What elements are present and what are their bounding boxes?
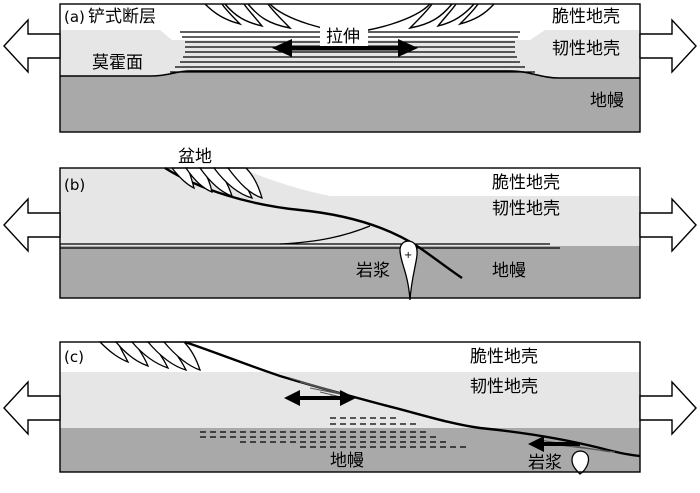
- panel-b: + (b) 盆地 脆性地壳 韧性地壳 岩浆 地幔: [3, 147, 697, 301]
- panel-c-left-shear-arrow: [284, 390, 356, 406]
- panel-b-ductile-label: 韧性地壳: [492, 199, 560, 219]
- panel-b-left-arrow: [3, 197, 61, 253]
- panel-a-listric-faults: [204, 3, 495, 33]
- panel-a: (a) 铲式断层 莫霍面 拉伸 脆性地壳 韧性地壳 地幔: [3, 3, 697, 133]
- panel-c-dashed-shear: [200, 417, 470, 448]
- panel-b-footwall-brittle: [240, 168, 640, 196]
- panel-c-ductile-label: 韧性地壳: [470, 377, 538, 397]
- panel-a-listric-fault-label: 铲式断层: [88, 7, 156, 27]
- panel-a-moho-line: [60, 70, 640, 79]
- panel-b-magma-label: 岩浆: [356, 261, 390, 281]
- panel-a-left-arrow: [3, 18, 61, 74]
- panel-c-tag: (c): [64, 348, 84, 366]
- panel-b-detachment-fault: [164, 166, 463, 279]
- panel-c-detachment-fault: [184, 340, 641, 458]
- panel-b-basin-label: 盆地: [178, 147, 212, 167]
- panel-c-magma-label: 岩浆: [528, 453, 562, 473]
- panel-b-brittle-label: 脆性地壳: [492, 173, 560, 193]
- panel-c: (c) 脆性地壳 韧性地壳 地幔 岩浆: [3, 340, 697, 475]
- panel-b-hanging-wall: [60, 168, 400, 240]
- panel-b-magma-body: [399, 240, 418, 301]
- panel-a-right-arrow: [639, 18, 697, 74]
- panel-c-fault-blocks: [98, 341, 202, 372]
- panel-c-mantle-label: 地幔: [330, 451, 364, 471]
- panel-b-right-arrow: [639, 197, 697, 253]
- panel-c-mantle-layer: [60, 428, 640, 472]
- panel-c-brittle-label: 脆性地壳: [470, 347, 538, 367]
- panel-c-left-arrow: [3, 380, 61, 436]
- panel-c-right-shear-arrow: [528, 436, 580, 452]
- panel-b-mantle-layer: [60, 246, 640, 298]
- panel-c-magma-body: [571, 450, 590, 475]
- panel-a-mantle-layer: [60, 70, 640, 132]
- panel-b-magma-plus: +: [404, 250, 412, 261]
- panel-a-mantle-label: 地幔: [590, 91, 624, 111]
- panel-b-moho-lines: [60, 225, 560, 249]
- panel-b-basin-blocks: [170, 167, 263, 200]
- panel-c-right-arrow: [639, 380, 697, 436]
- panel-b-mantle-label: 地幔: [492, 261, 526, 281]
- panel-a-extension-arrow: [272, 39, 418, 57]
- panel-a-moho-label: 莫霍面: [92, 53, 143, 73]
- panel-a-frame: [59, 3, 641, 133]
- panel-a-extension-label-bg: [320, 26, 368, 46]
- panel-a-ductile-label: 韧性地壳: [552, 39, 620, 59]
- panel-a-brittle-label: 脆性地壳: [552, 7, 620, 27]
- panel-b-tag: (b): [64, 176, 85, 194]
- panel-a-extension-label: 拉伸: [326, 27, 360, 47]
- panel-a-tag: (a): [64, 8, 85, 26]
